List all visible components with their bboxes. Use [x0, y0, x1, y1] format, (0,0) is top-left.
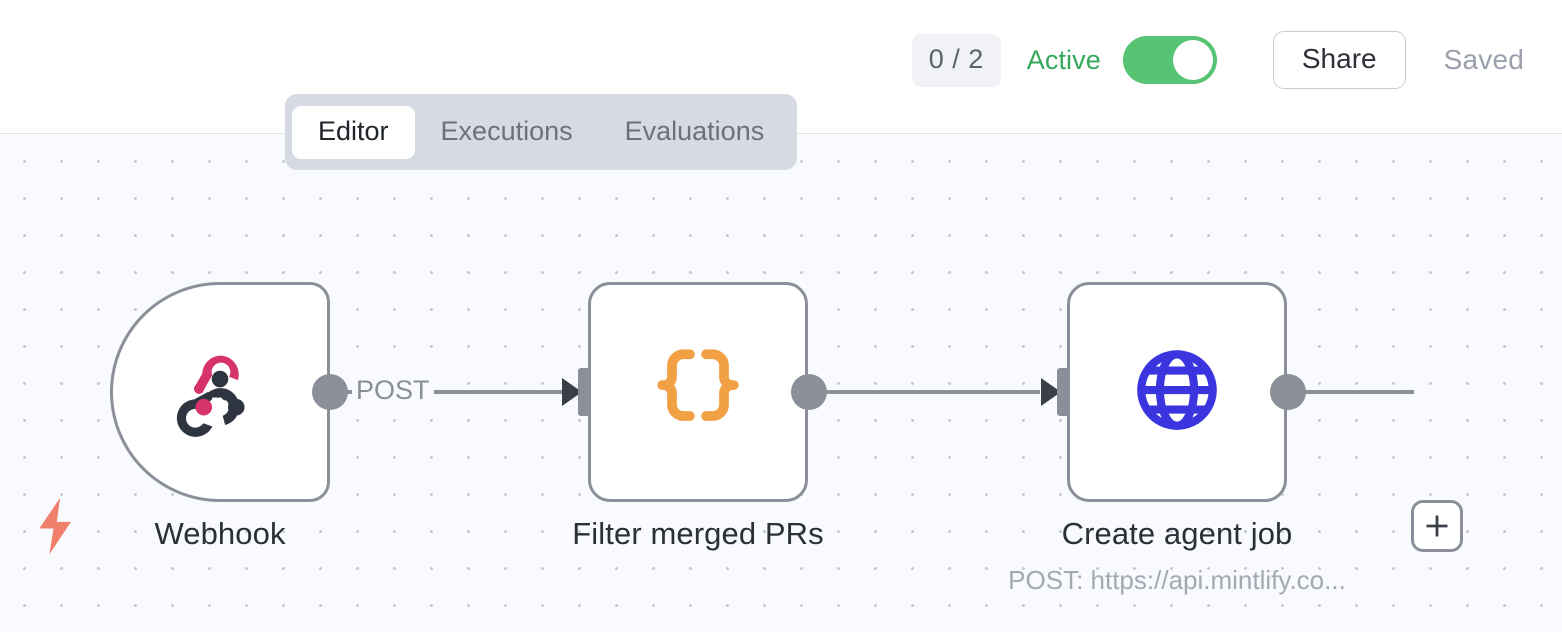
node-label-filter: Filter merged PRs [572, 516, 824, 551]
node-filter-merged-prs[interactable] [588, 282, 808, 502]
edge-arrow-1 [562, 378, 582, 406]
webhook-output-port[interactable] [312, 374, 348, 410]
tab-executions[interactable]: Executions [440, 115, 573, 146]
http-output-port[interactable] [1270, 374, 1306, 410]
view-tabs: Editor Executions Evaluations [285, 94, 798, 170]
edge-http-to-add [1304, 390, 1414, 394]
saved-status-label: Saved [1443, 44, 1524, 75]
edge-label-post: POST [352, 377, 434, 404]
node-create-agent-job[interactable] [1067, 282, 1287, 502]
node-label-http: Create agent job [1061, 516, 1293, 551]
curly-braces-icon [646, 338, 750, 447]
add-node-button[interactable] [1411, 500, 1463, 552]
workflow-active-label: Active [1026, 44, 1101, 75]
edge-filter-to-http[interactable] [825, 390, 1040, 394]
plus-icon [1423, 512, 1451, 540]
edge-webhook-to-filter[interactable] [346, 390, 580, 394]
toggle-knob [1172, 40, 1213, 80]
workflow-canvas[interactable]: Webhook POST Filter merged PRs [0, 134, 1562, 632]
node-subtitle-http: POST: https://api.mintlify.co... [1008, 565, 1346, 595]
trigger-bolt-icon [36, 494, 76, 558]
edge-arrow-2 [1041, 378, 1061, 406]
execution-count-badge: 0 / 2 [911, 33, 1001, 87]
tab-editor[interactable]: Editor [292, 105, 415, 159]
globe-icon [1125, 338, 1229, 447]
webhook-icon [170, 340, 270, 445]
node-webhook[interactable] [110, 282, 330, 502]
header-actions: 0 / 2 Active Share Saved [911, 0, 1524, 120]
share-button[interactable]: Share [1272, 31, 1406, 89]
node-label-webhook: Webhook [154, 516, 286, 551]
tab-evaluations[interactable]: Evaluations [624, 115, 765, 146]
filter-output-port[interactable] [791, 374, 827, 410]
workflow-active-toggle[interactable] [1122, 36, 1217, 84]
